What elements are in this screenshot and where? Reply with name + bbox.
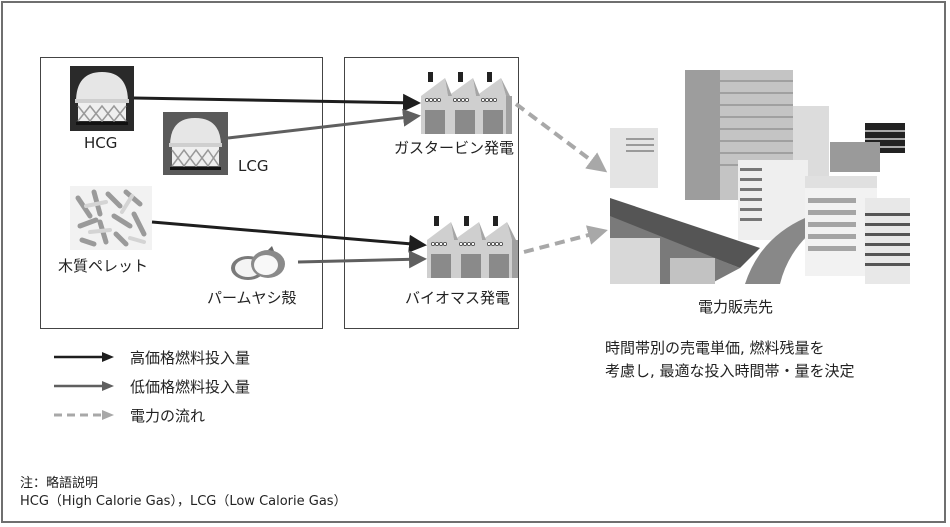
legend-label-low-price: 低価格燃料投入量 [130, 377, 251, 396]
lcg-gas-tank-icon [163, 112, 228, 175]
legend-item-power-flow: 電力の流れ [52, 404, 205, 426]
wood-pellet-label: 木質ペレット [58, 257, 149, 275]
gas-turbine-factory-icon [421, 72, 512, 134]
legend-arrow-dashed-icon [54, 410, 114, 420]
city-buildings-icon [610, 68, 910, 284]
gas-turbine-label: ガスタービン発電 [394, 139, 515, 157]
power-plants-box [344, 57, 519, 329]
hcg-gas-tank-icon [70, 66, 134, 131]
lcg-label: LCG [238, 157, 269, 175]
note-text: HCG（High Calorie Gas），LCG（Low Calorie Ga… [20, 494, 347, 509]
destination-title: 電力販売先 [698, 298, 774, 316]
legend-arrow-mid-icon [54, 381, 114, 391]
legend-label-power-flow: 電力の流れ [130, 406, 206, 425]
biomass-label: バイオマス発電 [405, 289, 511, 307]
destination-description-line1: 時間帯別の売電単価, 燃料残量を [605, 339, 825, 357]
wood-pellet-icon [70, 186, 152, 250]
hcg-label: HCG [84, 134, 118, 152]
legend-arrow-dark-icon [54, 352, 114, 362]
biomass-factory-icon [427, 216, 518, 278]
legend-label-high-price: 高価格燃料投入量 [130, 348, 251, 367]
fuel-sources-box [40, 57, 323, 329]
destination-description-line2: 考慮し, 最適な投入時間帯・量を決定 [605, 362, 855, 380]
note-title: 注：略語説明 [20, 476, 99, 491]
legend-item-high-price: 高価格燃料投入量 [52, 346, 250, 368]
coconut-shell-icon [231, 246, 285, 280]
palm-kernel-shell-label: パームヤシ殻 [207, 289, 297, 307]
legend-item-low-price: 低価格燃料投入量 [52, 375, 250, 397]
